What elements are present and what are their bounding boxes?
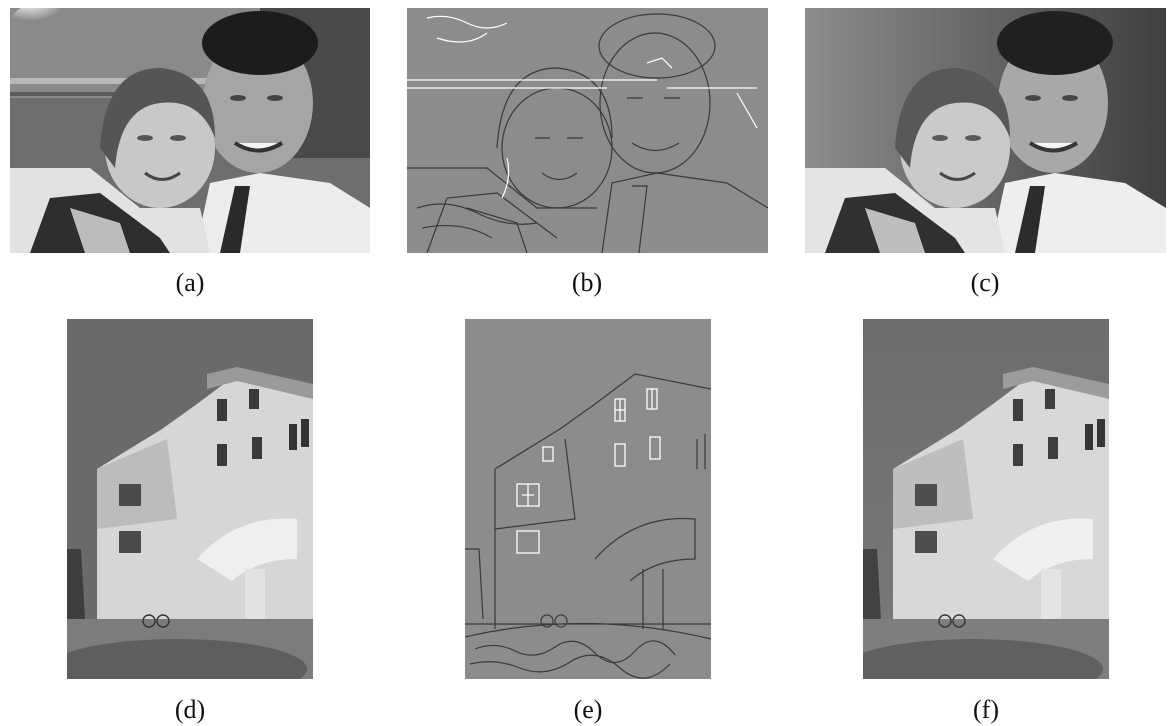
caption-f: (f) [973, 695, 999, 724]
caption-c: (c) [970, 268, 1000, 297]
caption-a: (a) [175, 268, 205, 297]
image-e-building-detail-layer [465, 319, 711, 679]
image-c-couple-smoothed [805, 8, 1166, 253]
image-a-couple-original [10, 8, 370, 253]
caption-e: (e) [573, 695, 603, 724]
image-b-couple-detail-layer [407, 8, 768, 253]
image-d-building-original [67, 319, 313, 679]
image-f-building-smoothed [863, 319, 1109, 679]
caption-b: (b) [571, 268, 603, 297]
caption-d: (d) [174, 695, 206, 724]
